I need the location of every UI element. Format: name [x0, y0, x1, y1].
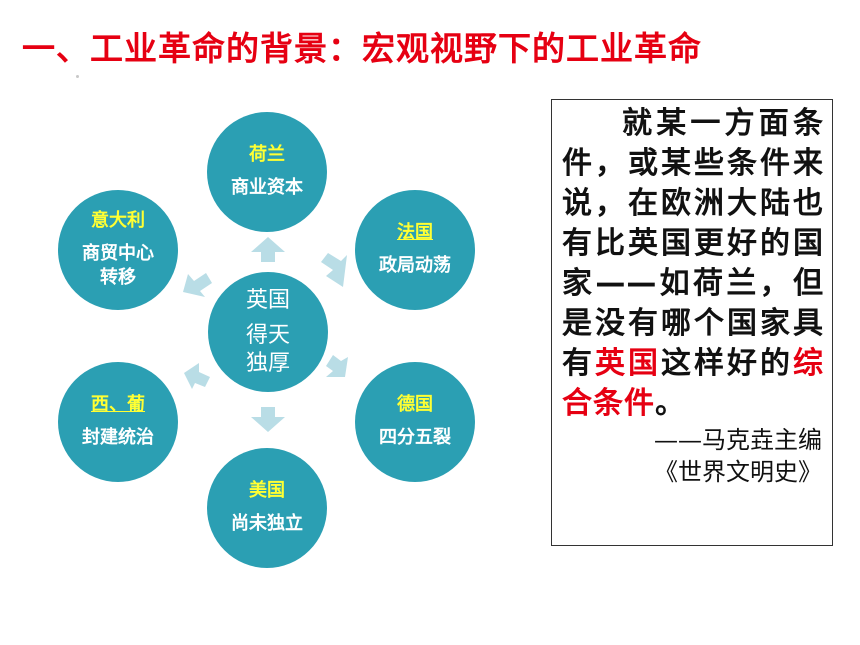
arrow-upper-left-icon — [183, 273, 212, 297]
quote-highlight: 综合条件 — [562, 346, 824, 421]
node-name: 西、葡 — [91, 394, 145, 415]
center-node-britain: 英国 得天独厚 — [208, 272, 328, 392]
node-usa: 美国 尚未独立 — [207, 448, 327, 568]
node-name: 德国 — [397, 394, 433, 415]
arrow-lower-left-icon — [184, 363, 210, 389]
node-desc: 政局动荡 — [379, 255, 451, 276]
node-france: 法国 政局动荡 — [355, 190, 475, 310]
arrow-up-icon — [251, 237, 285, 262]
node-netherlands: 荷兰 商业资本 — [207, 112, 327, 232]
node-germany: 德国 四分五裂 — [355, 362, 475, 482]
quote-highlight: 英国 — [595, 346, 661, 381]
node-desc: 商业资本 — [231, 177, 303, 198]
node-name: 美国 — [249, 480, 285, 501]
node-desc: 尚未独立 — [231, 513, 303, 534]
quote-box: 就某一方面条件，或某些条件来说，在欧洲大陆也有比英国更好的国家——如荷兰，但是没… — [551, 99, 833, 546]
slide-title: 一、工业革命的背景：宏观视野下的工业革命 — [22, 29, 702, 68]
center-label: 英国 — [245, 288, 290, 313]
node-spain-portugal: 西、葡 封建统治 — [58, 362, 178, 482]
quote-text: 就某一方面条件，或某些条件来说，在欧洲大陆也有比英国更好的国家——如荷兰，但是没… — [562, 104, 824, 424]
node-desc: 封建统治 — [82, 427, 154, 448]
node-desc: 四分五裂 — [379, 427, 451, 448]
node-italy: 意大利 商贸中心转移 — [58, 190, 178, 310]
arrow-lower-right-icon — [326, 355, 348, 377]
node-name: 意大利 — [91, 210, 145, 231]
quote-segment: 。 — [655, 386, 686, 421]
center-subtitle: 得天独厚 — [245, 323, 290, 376]
quote-source-book: 《世界文明史》 — [654, 458, 822, 486]
quote-source-author: ——马克垚主编 — [654, 426, 822, 454]
arrow-upper-right-icon — [321, 253, 347, 287]
quote-segment: 就某一方面条件，或某些条件来说，在欧洲大陆也有比英国更好的国家——如荷兰，但是没… — [562, 106, 824, 381]
arrow-down-icon — [251, 407, 285, 432]
node-desc: 商贸中心转移 — [82, 243, 154, 288]
node-name: 法国 — [397, 222, 433, 243]
node-name: 荷兰 — [249, 144, 285, 165]
decorative-dot — [76, 75, 79, 78]
quote-segment: 这样好的 — [661, 346, 793, 381]
